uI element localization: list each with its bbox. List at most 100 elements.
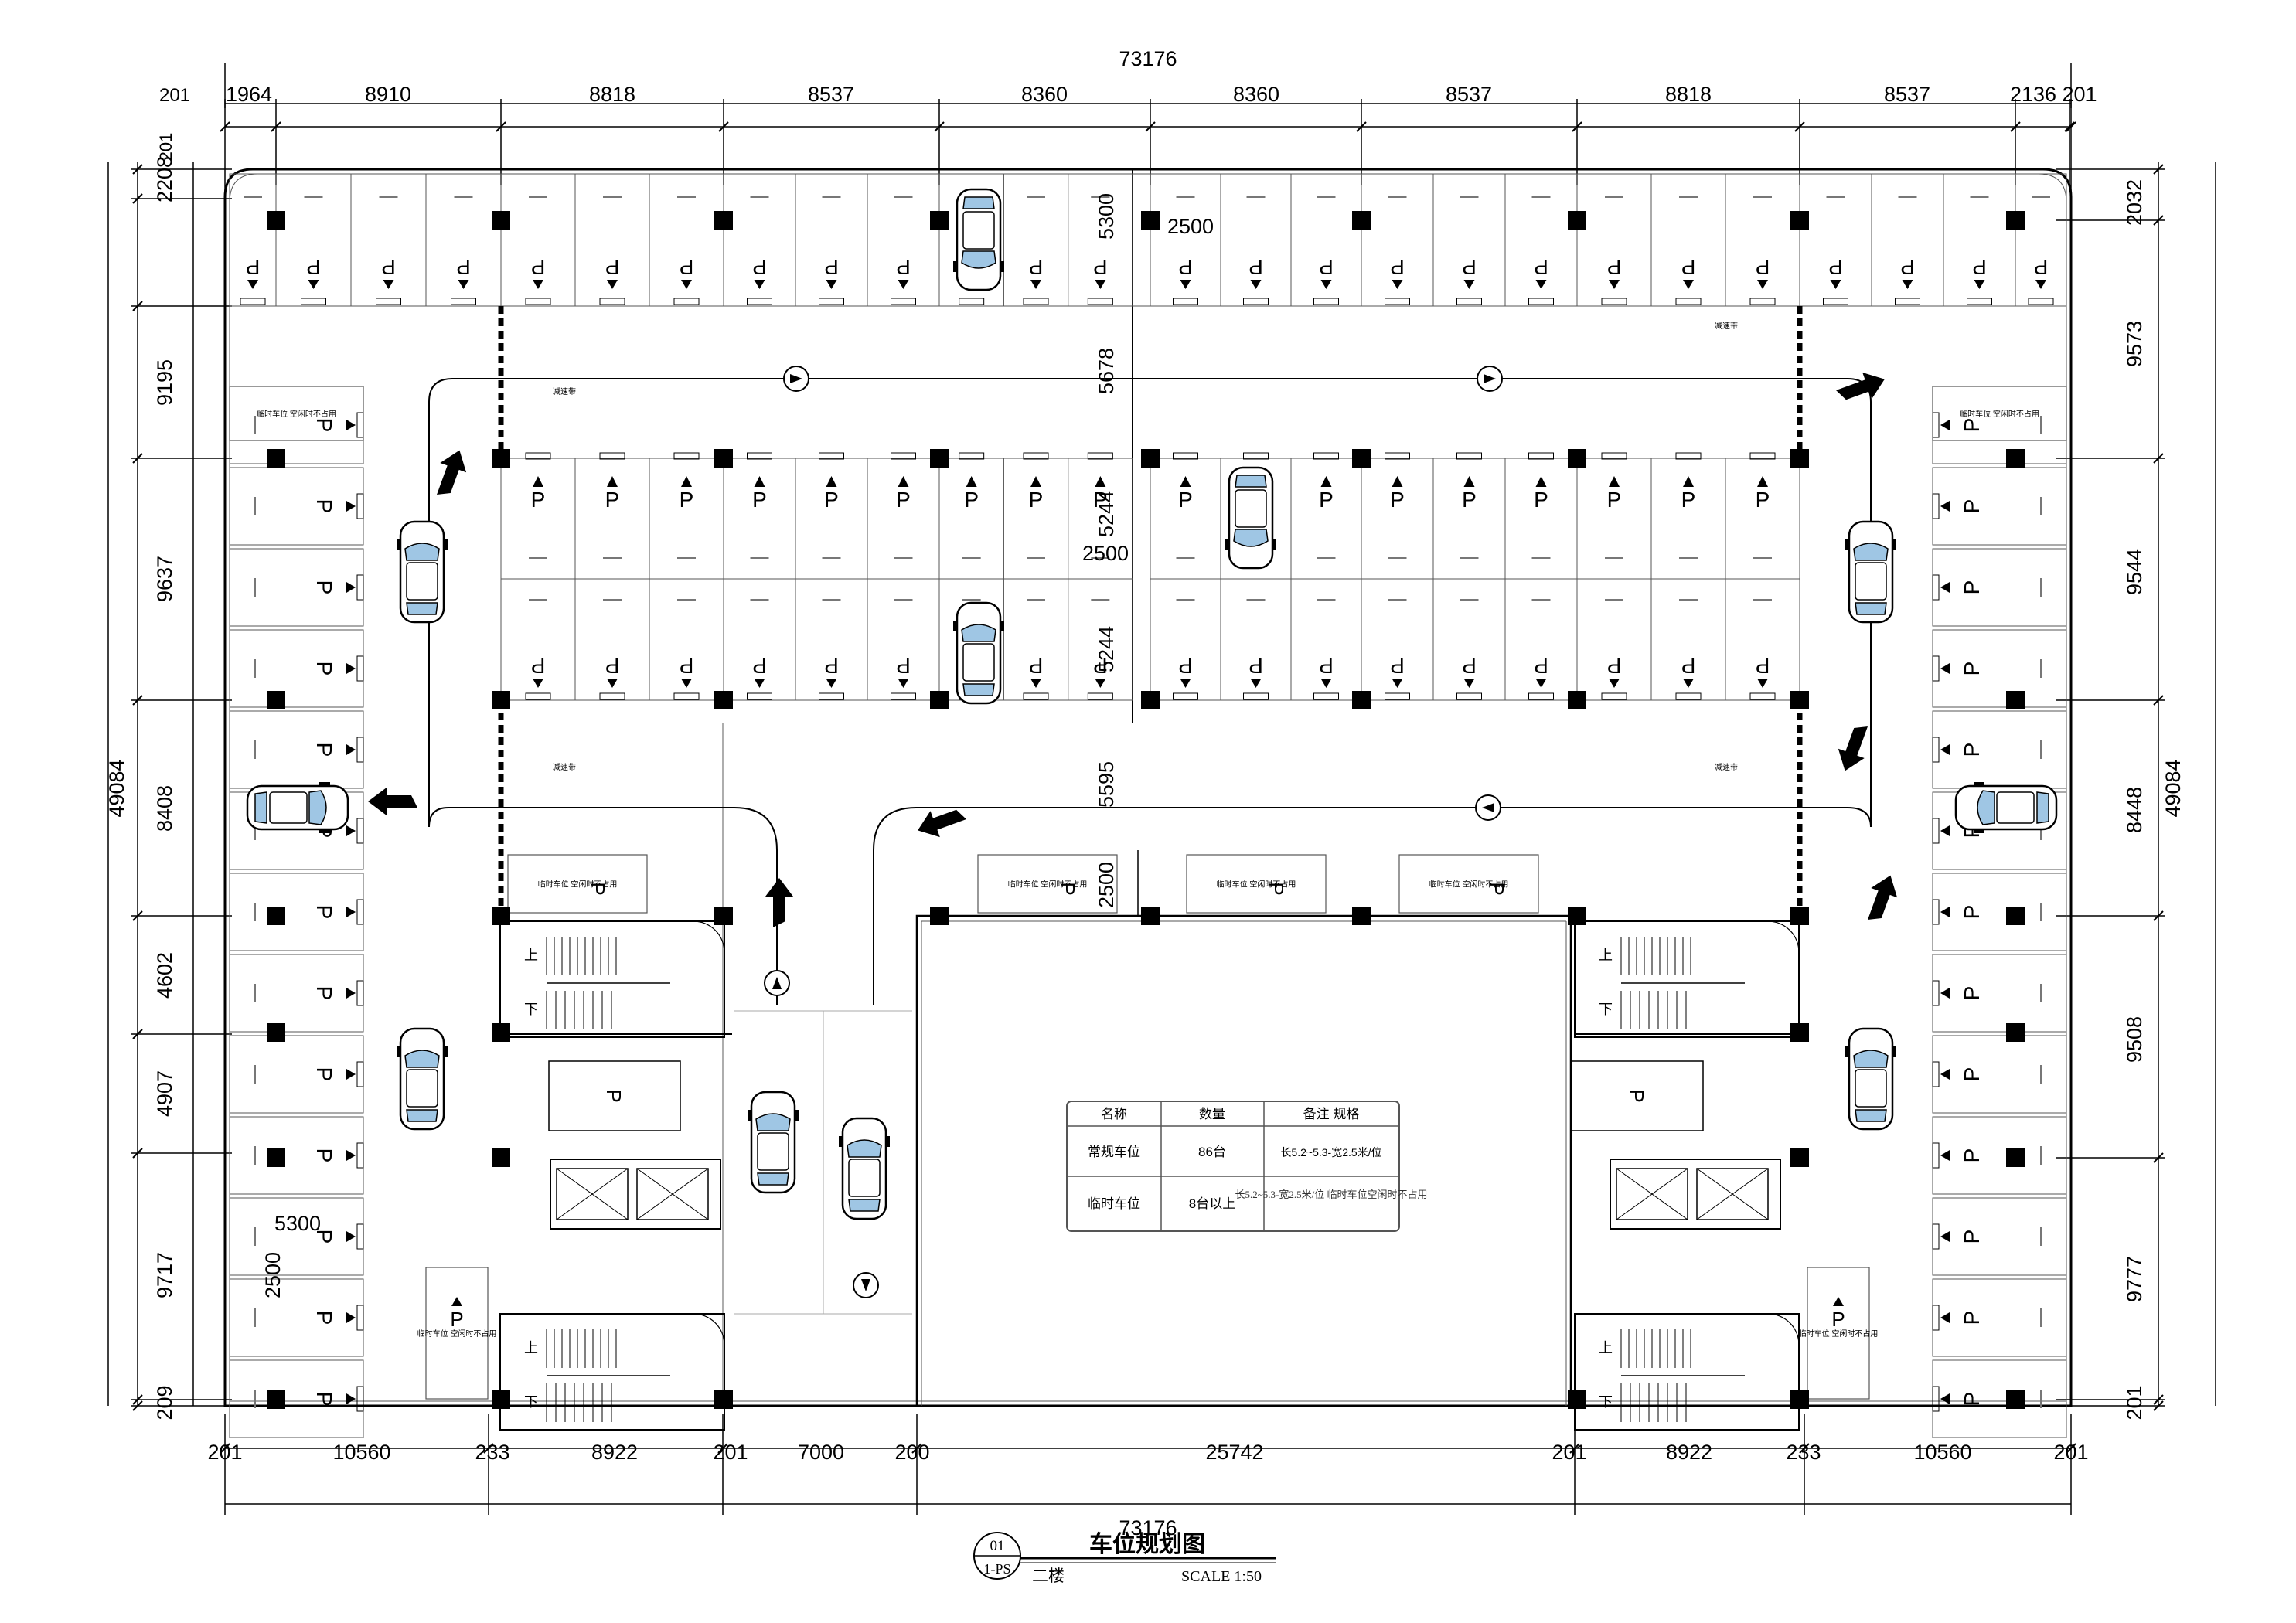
stall-left-arrow <box>346 907 356 917</box>
stall-top-arrow <box>1180 280 1191 289</box>
column <box>267 1148 285 1167</box>
temp-stall-center-1-label: 临时车位 空闲时不占用 <box>538 880 618 890</box>
stall-right-arrow <box>1940 907 1950 917</box>
car-right-aisle-top <box>1845 520 1896 624</box>
lane-left-down <box>428 807 778 1005</box>
stall-mid-lower-arrow <box>1180 679 1191 688</box>
column <box>2006 1148 2025 1167</box>
dim-slash-bottom <box>1569 1443 1580 1454</box>
elevator-core-right-x <box>1616 1168 1688 1220</box>
temp-stall-right-top-outline <box>1932 386 2067 441</box>
dim-bay-mid-a: 5244 <box>1095 491 1118 537</box>
stall-right-outline <box>1932 467 2067 546</box>
stall-top-plate <box>301 298 326 305</box>
stall-mid-upper-symbol: P <box>1319 488 1334 512</box>
car-left-stall-rear-window <box>254 791 267 824</box>
stall-mid-plate-bottom <box>1675 692 1702 700</box>
stall-top-symbol: P <box>1534 255 1548 279</box>
stall-top-plate <box>1456 298 1482 305</box>
car-ramp-right-mirror <box>885 1136 890 1147</box>
stall-right-plate <box>1932 574 1940 601</box>
stall-mid-upper-arrow <box>1320 476 1332 487</box>
stair-core-left-upper: 上下 <box>499 920 725 1038</box>
stall-top-arrow <box>754 280 765 289</box>
stall-right-outline <box>1932 873 2067 951</box>
lane-arrow-head <box>790 374 802 383</box>
utility-room-box <box>1571 1060 1704 1131</box>
car-right-aisle-low-windshield <box>1853 1050 1889 1068</box>
dim-text-top-seg: 8537 <box>1884 83 1930 106</box>
stall-right-col: P <box>1932 1278 2067 1357</box>
elevator-core-left-car <box>636 1168 709 1220</box>
stall-mid-lower-symbol: P <box>1390 654 1405 678</box>
turn-arrow-left-up <box>437 450 467 495</box>
stall-left-arrow <box>346 988 356 999</box>
stall-top-symbol: P <box>896 255 911 279</box>
dim-slash-bottom <box>2066 1443 2076 1454</box>
column <box>1790 1148 1809 1167</box>
dim-text-left-overall: 49084 <box>105 759 128 817</box>
column <box>2006 907 2025 925</box>
stall-right-col: P <box>1932 710 2067 789</box>
stall-top-plate <box>376 298 401 305</box>
stall-top-row: P <box>275 173 352 307</box>
scale-label: SCALE 1:50 <box>1181 1568 1262 1585</box>
stall-top-arrow <box>1250 280 1262 289</box>
car-mid-lower-mirror <box>1000 621 1004 631</box>
stair-core-right-lower-up: 上 <box>1599 1340 1613 1356</box>
stall-top-row: P <box>1650 173 1726 307</box>
stall-left-col: P <box>229 548 364 627</box>
car-right-aisle-low-mirror <box>1845 1046 1850 1057</box>
car-mid-upper-roof <box>1235 489 1267 528</box>
stall-right-col: P <box>1932 1116 2067 1195</box>
stall-top-plate <box>673 298 700 305</box>
stair-core-right-upper-down: 下 <box>1599 1002 1613 1017</box>
temp-stall-center-4-outline <box>1398 854 1539 914</box>
stall-top-row: P <box>1003 173 1069 307</box>
stair-core-left-lower-box <box>499 1313 725 1431</box>
dim-text-left-small: 201 <box>156 133 175 162</box>
speed-bump-note-3: 减速带 <box>1715 763 1738 772</box>
table-header-note: 备注 规格 <box>1303 1107 1360 1121</box>
car-mid-lower <box>953 601 1004 705</box>
stall-mid-row: PP <box>1504 452 1578 701</box>
stall-top-arrow <box>1830 280 1841 289</box>
dim-text-top-seg: 8818 <box>589 83 635 106</box>
stall-mid-lower-arrow <box>1392 679 1403 688</box>
temp-stall-center-1: 临时车位 空闲时不占用 <box>507 854 648 914</box>
stall-mid-plate-bottom <box>1385 692 1410 700</box>
stall-mid-plate-top <box>1313 452 1339 460</box>
stall-right-outline <box>1932 1116 2067 1195</box>
dim-slash-top <box>1572 121 1582 132</box>
lane-direction-arrow <box>853 1272 879 1298</box>
stall-top-symbol: P <box>605 255 620 279</box>
stall-top-plate <box>599 298 625 305</box>
car-right-aisle-low <box>1845 1027 1896 1131</box>
dim-slash-left <box>132 193 143 204</box>
stall-top-row: P <box>1361 173 1434 307</box>
dim-slash-right <box>2153 910 2164 921</box>
dim-slash-left <box>132 1394 143 1405</box>
stall-top-row: P <box>2015 173 2067 307</box>
column <box>267 449 285 468</box>
column <box>2006 449 2025 468</box>
stall-left-symbol: P <box>312 1148 336 1163</box>
stall-mid-plate-bottom <box>1023 692 1049 700</box>
stall-mid-plate-bottom <box>673 692 700 700</box>
stall-mid-lower-arrow <box>1757 679 1768 688</box>
stall-right-outline <box>1932 1197 2067 1276</box>
lane-arrow-head <box>861 1279 870 1291</box>
stall-mid-row: PP <box>649 452 724 701</box>
stall-mid-plate-bottom <box>1173 692 1198 700</box>
stall-mid-lower-arrow <box>826 679 837 688</box>
dim-slash-top <box>2066 121 2076 132</box>
car-ramp-left-rear-window <box>757 1172 789 1186</box>
temp-stall-symbol: P <box>1265 882 1288 895</box>
dim-text-bottom-seg: 201 <box>713 1441 748 1464</box>
stall-right-arrow <box>1940 1312 1950 1323</box>
stall-top-plate <box>959 298 985 305</box>
car-top-row-rear-window <box>962 196 995 209</box>
temp-stall-symbol: P <box>1485 882 1508 895</box>
stall-right-symbol: P <box>1960 1148 1984 1163</box>
